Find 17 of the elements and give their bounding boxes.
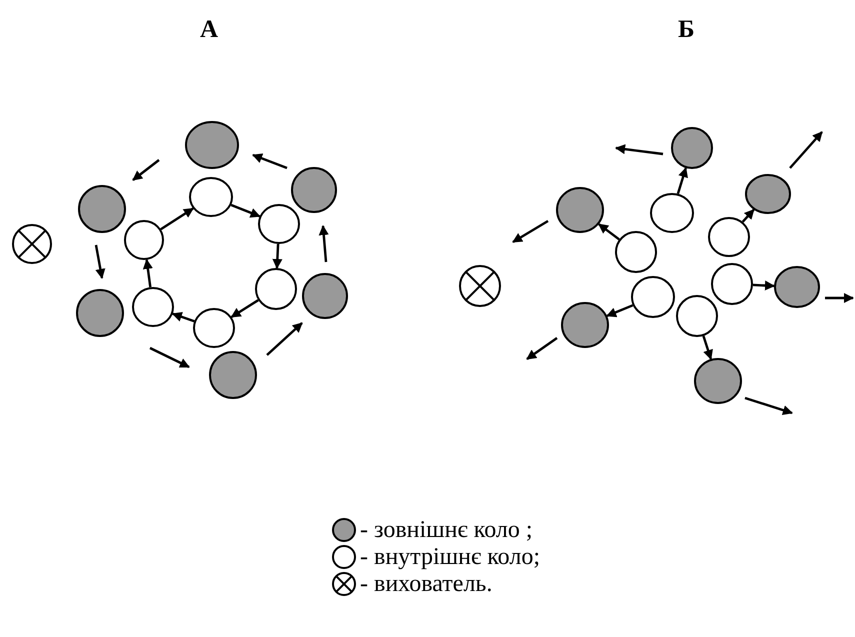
legend-text: - вихователь. <box>360 572 492 596</box>
arrow <box>172 312 195 322</box>
arrow <box>142 258 153 288</box>
arrow <box>160 208 194 230</box>
arrow <box>702 336 713 360</box>
arrow <box>676 167 688 194</box>
arrow <box>230 204 261 218</box>
arrow <box>598 223 620 240</box>
legend-text: - зовнішнє коло ; <box>360 518 533 542</box>
arrow <box>272 244 282 270</box>
arrow <box>742 208 755 223</box>
legend-text: - внутрішнє коло; <box>360 545 540 569</box>
panel-label: А <box>200 17 218 42</box>
panel-label: Б <box>678 17 695 42</box>
arrow <box>752 280 776 291</box>
arrow <box>230 299 259 318</box>
arrow <box>606 304 634 318</box>
